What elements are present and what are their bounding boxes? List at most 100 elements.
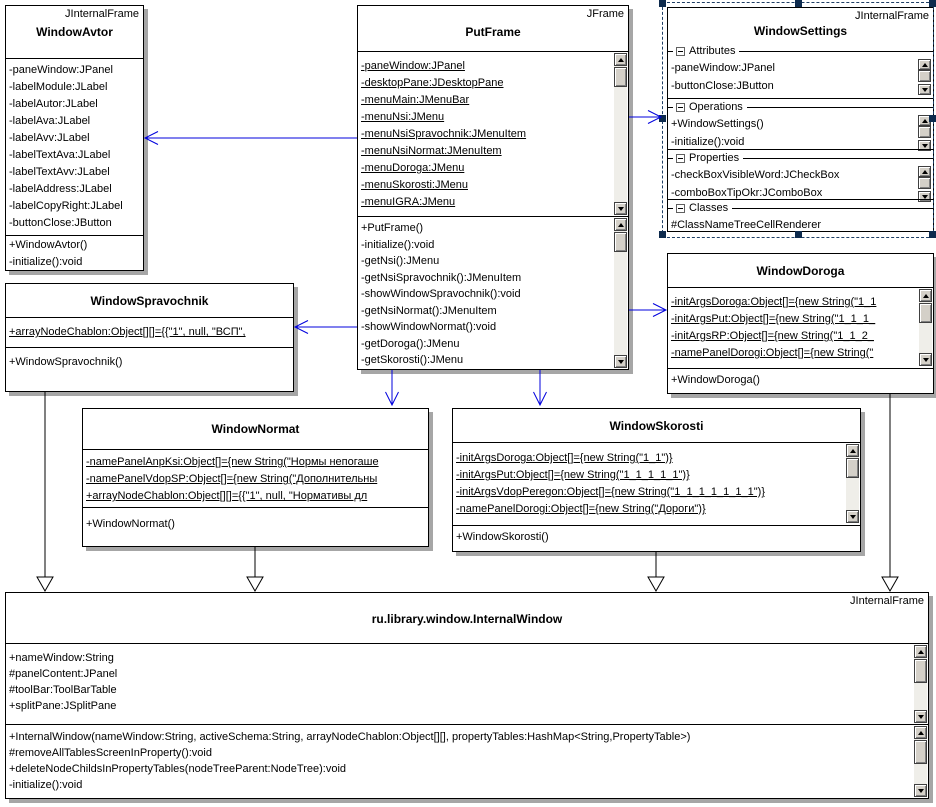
triangle-down-icon — [617, 206, 624, 211]
section-scrollbar[interactable] — [918, 166, 931, 202]
scroll-thumb[interactable] — [918, 126, 931, 138]
operation: -initialize():void — [9, 256, 83, 268]
generalization-windownormat-to-internalwindow[interactable] — [246, 547, 264, 593]
scroll-down-button[interactable] — [918, 191, 931, 202]
class-box-windowspravochnik[interactable]: WindowSpravochnik +arrayNodeChablon:Obje… — [5, 283, 294, 392]
operation: +WindowSpravochnik() — [9, 356, 123, 368]
class-box-windowavtor[interactable]: JInternalFrame WindowAvtor -paneWindow:J… — [5, 5, 144, 271]
scroll-up-button[interactable] — [918, 166, 931, 177]
section-operations: Operations +WindowSettings()-initialize(… — [668, 98, 933, 151]
scroll-up-button[interactable] — [918, 59, 931, 70]
operation: +WindowSkorosti() — [456, 531, 549, 543]
attribute: -labelTextAvv:JLabel — [9, 166, 110, 178]
selection-handle[interactable] — [659, 0, 666, 7]
triangle-down-icon — [921, 143, 928, 148]
collapse-icon[interactable] — [676, 203, 685, 213]
attributes-scrollbar[interactable] — [914, 645, 927, 723]
operations-compartment: +WindowAvtor()-initialize():void — [6, 235, 143, 270]
class-stereotype: JInternalFrame — [855, 10, 929, 22]
scroll-thumb[interactable] — [919, 303, 932, 323]
scroll-down-button[interactable] — [914, 784, 927, 797]
class-box-windowdoroga[interactable]: WindowDoroga -initArgsDoroga:Object[]={n… — [667, 253, 934, 394]
scroll-down-button[interactable] — [614, 202, 627, 215]
scroll-thumb[interactable] — [914, 740, 927, 764]
scroll-up-button[interactable] — [614, 218, 627, 231]
generalization-windowskorosti-to-internalwindow[interactable] — [647, 552, 665, 593]
selection-handle[interactable] — [929, 115, 936, 122]
scroll-thumb[interactable] — [846, 458, 859, 478]
section-scrollbar[interactable] — [918, 115, 931, 151]
scroll-thumb[interactable] — [614, 67, 627, 87]
selection-handle[interactable] — [659, 115, 666, 122]
scroll-up-button[interactable] — [614, 53, 627, 66]
divider — [739, 50, 933, 52]
attribute: -labelAvv:JLabel — [9, 132, 90, 144]
scroll-down-button[interactable] — [918, 84, 931, 95]
scroll-up-button[interactable] — [914, 645, 927, 658]
selection-rectangle — [662, 2, 934, 238]
selection-handle[interactable] — [929, 0, 936, 7]
dependency-putframe-to-windowsettings[interactable] — [629, 110, 663, 124]
attribute: -initArgsRP:Object[]={new String("1_1_2_ — [671, 330, 874, 342]
scroll-thumb[interactable] — [614, 232, 627, 252]
scroll-down-button[interactable] — [614, 355, 627, 368]
class-title: WindowDoroga — [756, 263, 845, 278]
section-scrollbar[interactable] — [918, 59, 931, 95]
attribute: -labelModule:JLabel — [9, 81, 108, 93]
attribute: -buttonClose:JButton — [9, 217, 112, 229]
operations-scrollbar[interactable] — [914, 726, 927, 797]
selection-handle[interactable] — [795, 0, 802, 7]
class-header: WindowNormat — [83, 409, 428, 449]
scroll-thumb[interactable] — [918, 177, 931, 189]
operation: +WindowSettings() — [671, 118, 764, 130]
scroll-down-button[interactable] — [918, 140, 931, 151]
attribute: -initArgsPut:Object[]={new String("1_1_1… — [671, 313, 876, 325]
attribute: -initArgsVdopPeregon:Object[]={new Strin… — [456, 486, 765, 498]
selection-handle[interactable] — [929, 231, 936, 238]
attribute: -initArgsPut:Object[]={new String("1_1_1… — [456, 469, 690, 481]
generalization-windowdoroga-to-internalwindow[interactable] — [881, 394, 899, 593]
selection-handle[interactable] — [659, 231, 666, 238]
operations-compartment: +WindowNormat() — [83, 507, 428, 546]
divider — [746, 106, 933, 108]
dependency-putframe-to-windowavtor[interactable] — [143, 131, 357, 145]
scroll-down-button[interactable] — [846, 510, 859, 523]
scroll-up-button[interactable] — [846, 444, 859, 457]
attributes-compartment: +nameWindow:String#panelContent:JPanel#t… — [6, 643, 928, 724]
scroll-up-button[interactable] — [919, 289, 932, 302]
class-box-windownormat[interactable]: WindowNormat -namePanelAnpKsi:Object[]={… — [82, 408, 429, 547]
class-stereotype: JFrame — [586, 8, 624, 20]
collapse-icon[interactable] — [676, 153, 685, 163]
attribute: -namePanelVdopSP:Object[]={new String("Д… — [86, 473, 378, 485]
scroll-down-button[interactable] — [914, 710, 927, 723]
dependency-putframe-to-windowskorosti[interactable] — [533, 370, 547, 407]
attribute: -menuMain:JMenuBar — [361, 94, 470, 106]
dependency-putframe-to-windowdoroga[interactable] — [629, 303, 668, 317]
class-box-windowskorosti[interactable]: WindowSkorosti -initArgsDoroga:Object[]=… — [452, 408, 861, 552]
collapse-icon[interactable] — [676, 102, 685, 112]
dependency-putframe-to-windownormat[interactable] — [385, 370, 399, 407]
section-label: Classes — [689, 202, 729, 214]
attributes-scrollbar[interactable] — [919, 289, 932, 366]
selection-handle[interactable] — [795, 231, 802, 238]
class-box-windowsettings[interactable]: JInternalFrame WindowSettings Attributes… — [667, 7, 934, 232]
section-label: Properties — [689, 152, 740, 164]
collapse-icon[interactable] — [676, 46, 685, 56]
attributes-scrollbar[interactable] — [846, 444, 859, 523]
attribute: +nameWindow:String — [9, 652, 114, 664]
attribute: -initArgsDoroga:Object[]={new String("1_… — [456, 452, 673, 464]
class-title: WindowSkorosti — [609, 418, 704, 433]
scroll-thumb[interactable] — [914, 659, 927, 683]
triangle-up-icon — [617, 57, 624, 62]
dependency-putframe-to-windowspravochnik[interactable] — [293, 320, 357, 334]
scroll-up-button[interactable] — [914, 726, 927, 739]
class-box-internalwindow[interactable]: JInternalFrame ru.library.window.Interna… — [5, 592, 929, 799]
scroll-down-button[interactable] — [919, 353, 932, 366]
operations-scrollbar[interactable] — [614, 218, 627, 368]
class-box-putframe[interactable]: JFrame PutFrame -paneWindow:JPanel-deskt… — [357, 5, 629, 370]
generalization-windowspravochnik-to-internalwindow[interactable] — [36, 392, 54, 593]
attributes-scrollbar[interactable] — [614, 53, 627, 215]
attribute: -paneWindow:JPanel — [671, 62, 775, 74]
scroll-thumb[interactable] — [918, 70, 931, 82]
triangle-up-icon — [921, 169, 928, 174]
